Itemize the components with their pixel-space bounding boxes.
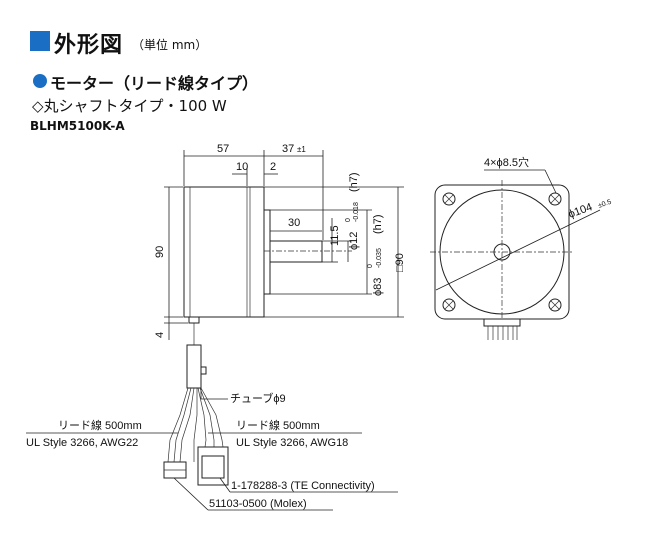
tube-clip [200,366,207,375]
dim-square: □90 [394,253,406,272]
lead2-title: リード線 500mm [236,418,320,432]
shaft-type-title: ◇丸シャフトタイプ・100 W [32,97,227,115]
dim-90: 90 [154,246,166,258]
conn1-label: 1-178288-3 (TE Connectivity) [231,480,375,492]
tube [186,344,202,389]
dim-shaft-dia: ϕ12 [348,232,360,250]
page-title: 外形図 [54,27,123,59]
mount-holes [442,192,562,312]
dim-pilot-dia: ϕ83 [372,278,384,296]
motor-body [183,186,265,318]
title-text: 外形図 [54,33,124,58]
dim-11-5: 11.5 [329,225,341,246]
dim-2: 2 [270,161,276,173]
motor-type-title: モーター（リード線タイプ） [50,74,259,93]
dim-10: 10 [236,161,248,173]
pilot-tol-low: -0.035 [376,248,383,268]
pilot-tol-up: 0 [367,264,374,268]
bullet-dot [33,74,47,88]
lead1-spec: UL Style 3266, AWG22 [26,437,138,449]
shaft [269,240,323,263]
pcd-tol: ±0.5 [597,199,612,210]
pilot [263,209,271,295]
dim-30: 30 [288,217,300,229]
unit-note: （単位 mm） [132,38,208,52]
pcd-dim: ϕ104 [567,201,594,221]
shaft-fit: (h7) [348,172,360,192]
dim-37-tol: ±1 [297,145,306,154]
lead2-spec: UL Style 3266, AWG18 [236,437,348,449]
dim-4: 4 [154,332,166,338]
pilot-fit: (h7) [372,214,384,234]
model-number: BLHM5100K-A [30,119,125,133]
dim-37: 37 [282,143,294,155]
front-lead-wires [487,326,518,340]
heading-marker [30,31,50,51]
tube-label: チューブϕ9 [230,391,286,405]
lead-exit [188,316,200,324]
conn2-label: 51103-0500 (Molex) [209,498,307,510]
shaft-tol-low: -0.018 [353,202,360,222]
lead-wires [167,387,224,463]
front-lead-exit [483,318,521,327]
dim-57: 57 [217,143,229,155]
holes-label: 4×ϕ8.5穴 [484,155,529,169]
lead1-title: リード線 500mm [58,418,142,432]
shaft-tol-up: 0 [345,218,352,222]
